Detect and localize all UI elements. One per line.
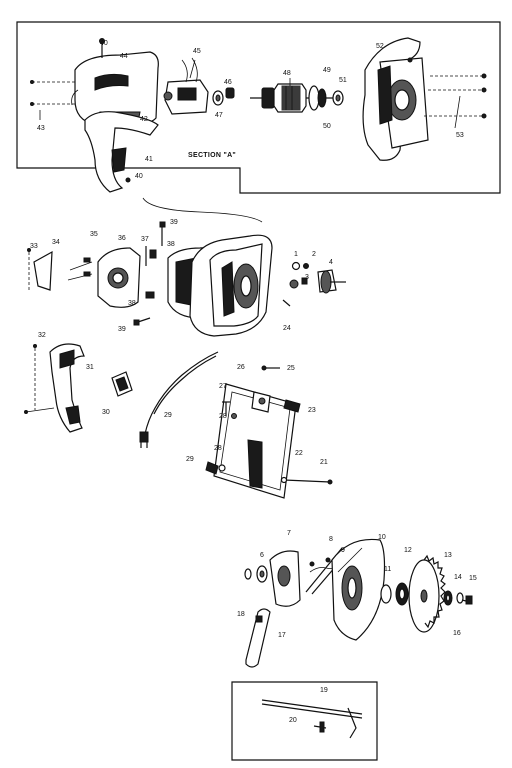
- callout-16: 16: [453, 630, 461, 637]
- callout-49: 49: [323, 67, 331, 74]
- callout-53: 53: [456, 132, 464, 139]
- callout-26-top: 26: [237, 364, 245, 371]
- callout-30: 30: [102, 409, 110, 416]
- callout-27: 27: [219, 383, 227, 390]
- part-41-handle: [84, 111, 159, 193]
- callout-11: 11: [384, 566, 391, 573]
- callout-45: 45: [193, 48, 201, 55]
- callout-20: 20: [289, 717, 297, 724]
- callout-12: 12: [404, 547, 412, 554]
- callout-26-bottom: 28: [214, 445, 222, 452]
- part-43-screws: [30, 80, 78, 106]
- callout-19: 19: [320, 687, 328, 694]
- callout-34: 34: [52, 239, 60, 246]
- callout-28: 28: [219, 413, 227, 420]
- callout-41: 41: [145, 156, 153, 163]
- callout-6: 6: [260, 552, 264, 559]
- callout-39-top: 39: [170, 219, 178, 226]
- callout-1: 1: [294, 251, 298, 258]
- callout-labels: 40 44 45 46 47 48 49 50 51 52 53 43 42 4…: [30, 40, 477, 724]
- callout-14: 14: [454, 574, 462, 581]
- callout-29-cord: 29: [164, 412, 172, 419]
- callout-38-bottom: 38: [128, 300, 136, 307]
- base-plate-assembly: [205, 365, 333, 499]
- callout-29-nut: 29: [186, 456, 194, 463]
- callout-37: 37: [141, 236, 149, 243]
- callout-35: 35: [90, 231, 98, 238]
- callout-13: 13: [444, 552, 452, 559]
- callout-43: 43: [37, 125, 45, 132]
- callout-24: 24: [283, 325, 291, 332]
- callout-21: 21: [320, 459, 328, 466]
- callout-47: 47: [215, 112, 223, 119]
- callout-2: 2: [312, 251, 316, 258]
- callout-18: 18: [237, 611, 245, 618]
- part-52-gear-housing: [362, 37, 429, 161]
- callout-38-top: 38: [167, 241, 175, 248]
- part-49-51-fan-washers: [308, 85, 344, 111]
- callout-51: 51: [339, 77, 347, 84]
- callout-17: 17: [278, 632, 286, 639]
- callout-31: 31: [86, 364, 94, 371]
- part-44-motor-housing: [71, 38, 159, 126]
- part-45-brush-assembly: [163, 57, 209, 115]
- callout-9: 9: [341, 547, 345, 554]
- section-a-title: SECTION "A": [188, 152, 236, 159]
- callout-50: 50: [323, 123, 331, 130]
- callout-42: 42: [140, 116, 148, 123]
- section-a-inset: SECTION "A": [16, 21, 501, 194]
- callout-8: 8: [329, 536, 333, 543]
- callout-23: 23: [308, 407, 316, 414]
- connector-line: [142, 197, 263, 223]
- callout-15: 15: [469, 575, 477, 582]
- part-48-armature: [250, 83, 340, 113]
- main-saw-assembly: [24, 221, 346, 448]
- callout-7: 7: [287, 530, 291, 537]
- callout-52: 52: [376, 43, 384, 50]
- callout-25: 25: [287, 365, 295, 372]
- rip-fence-inset: [231, 681, 378, 761]
- callout-40-bottom: 40: [135, 173, 143, 180]
- callout-36: 36: [118, 235, 126, 242]
- section-a-leaders: [39, 59, 461, 129]
- callout-33: 33: [30, 243, 38, 250]
- callout-46: 46: [224, 79, 232, 86]
- callout-4: 4: [329, 259, 333, 266]
- callout-22: 22: [295, 450, 303, 457]
- part-46-47-bearings: [212, 87, 235, 106]
- section-a-frame: [16, 21, 501, 194]
- callout-32: 32: [38, 332, 46, 339]
- callout-44: 44: [120, 53, 128, 60]
- callout-39-bottom: 39: [118, 326, 126, 333]
- callout-10: 10: [378, 534, 386, 541]
- callout-48: 48: [283, 70, 291, 77]
- part-53-screws: [424, 73, 487, 119]
- callout-3: 3: [305, 274, 309, 281]
- callout-40-top: 40: [100, 40, 108, 47]
- part-13-saw-blade: [408, 554, 446, 633]
- blade-guard-assembly: [244, 538, 473, 668]
